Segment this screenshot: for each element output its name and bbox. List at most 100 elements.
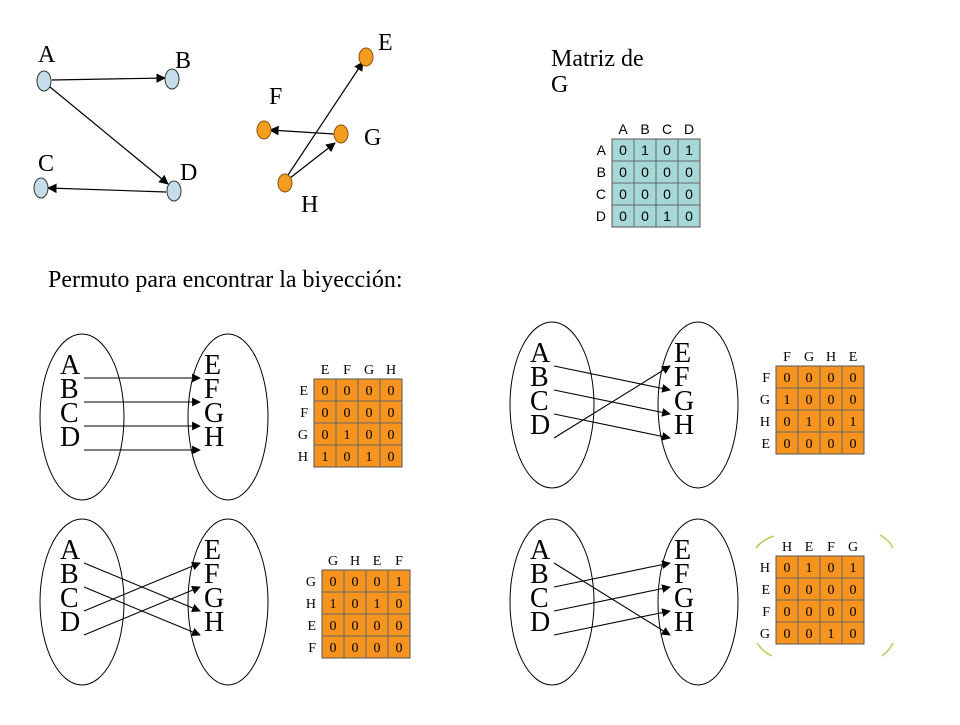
perm-matrix-3-cell: 0	[352, 641, 359, 656]
perm-matrix-4-row-header: E	[761, 583, 770, 598]
domain-letter-c: C	[530, 386, 549, 417]
perm-matrix-3-cell: 0	[330, 575, 337, 590]
codomain-letter-e: E	[204, 535, 221, 566]
perm-matrix-4-cell: 0	[850, 605, 857, 620]
node-d	[166, 180, 182, 202]
perm-matrix-2-row-header: H	[760, 415, 770, 430]
graph-g-edges	[47, 73, 169, 194]
edge-h-g	[289, 142, 336, 179]
node-a-label: A	[38, 42, 56, 68]
perm-matrix-3-row-header: E	[307, 619, 316, 634]
codomain-letter-h: H	[204, 607, 224, 638]
perm-matrix-4-row-header: H	[760, 561, 770, 576]
perm-matrix-3-cell: 0	[374, 619, 381, 634]
codomain-letter-e: E	[204, 350, 221, 381]
perm-matrix-4-cell: 0	[850, 583, 857, 598]
codomain-letter-f: F	[674, 362, 690, 393]
matrix-g-cell: 0	[641, 208, 649, 224]
node-c-label: C	[38, 151, 54, 177]
domain-letter-b: B	[60, 374, 79, 405]
perm-matrix-3-cell: 0	[352, 575, 359, 590]
matrix-g-cell: 0	[641, 186, 649, 202]
perm-matrix-4-cell: 0	[784, 605, 791, 620]
domain-letter-d: D	[530, 410, 550, 441]
codomain-letter-h: H	[674, 410, 694, 441]
node-h	[277, 173, 293, 193]
edge-a-b	[51, 73, 166, 83]
perm-matrix-2-cell: 0	[828, 415, 835, 430]
domain-letter-a: A	[60, 350, 81, 381]
codomain-set-ellipse	[187, 518, 269, 686]
perm-matrix-2-cell: 0	[828, 437, 835, 452]
perm-matrix-2-cell: 0	[806, 371, 813, 386]
perm-matrix-2-cell: 0	[784, 415, 791, 430]
matrix-title: Matriz de G	[551, 46, 650, 98]
perm-matrix-3-cell: 0	[330, 619, 337, 634]
matrix-g-cell: 0	[619, 142, 627, 158]
codomain-letter-e: E	[674, 338, 691, 369]
perm-matrix-1-row-header: G	[298, 428, 308, 443]
domain-letter-d: D	[60, 422, 80, 453]
node-b	[164, 68, 180, 90]
matrix-g-col-header: D	[684, 121, 694, 137]
perm-matrix-3-cell: 0	[330, 641, 337, 656]
codomain-letter-g: G	[674, 386, 694, 417]
codomain-letter-f: F	[204, 559, 220, 590]
perm-matrix-2-col-header: H	[826, 350, 836, 365]
corner-top-left	[755, 535, 775, 549]
perm-matrix-1-cell: 0	[366, 384, 373, 399]
mapping-arrow-c-e	[83, 561, 201, 612]
mapping-arrow-c-f	[553, 584, 671, 612]
codomain-letter-g: G	[674, 583, 694, 614]
codomain-letter-h: H	[204, 422, 224, 453]
perm-matrix-3-col-header: F	[395, 554, 403, 569]
codomain-letter-f: F	[204, 374, 220, 405]
perm-matrix-1-col-header: F	[343, 363, 351, 378]
matrix-g-cell: 0	[663, 164, 671, 180]
perm-matrix-1-cell: 0	[366, 406, 373, 421]
perm-matrix-1-cell: 1	[322, 450, 329, 465]
matrix-g-row-header: A	[597, 142, 607, 158]
matrix-g-cell: 0	[685, 208, 693, 224]
matrix-g-col-header: A	[618, 121, 628, 137]
corner-bottom-right	[881, 642, 894, 657]
perm-matrix-2-row-header: E	[761, 437, 770, 452]
perm-matrix-1-cell: 0	[322, 428, 329, 443]
domain-letter-c: C	[60, 398, 79, 429]
matrix-g-cell: 1	[685, 142, 693, 158]
perm-matrix-2-cell: 0	[806, 393, 813, 408]
matrix-g-cell: 0	[685, 186, 693, 202]
perm-matrix-2-row-header: F	[762, 371, 770, 386]
domain-set-ellipse	[39, 333, 125, 501]
perm-matrix-1-cell: 1	[366, 450, 373, 465]
codomain-set-ellipse	[187, 333, 269, 501]
perm-matrix-1-row-header: F	[300, 406, 308, 421]
perm-matrix-3-col-header: H	[350, 554, 360, 569]
matrix-g-row-header: B	[597, 164, 606, 180]
perm-matrix-2-cell: 0	[850, 437, 857, 452]
perm-matrix-2-cell: 0	[806, 437, 813, 452]
domain-letter-c: C	[60, 583, 79, 614]
node-h-label: H	[301, 192, 318, 218]
matrix-g-cell: 0	[663, 142, 671, 158]
perm-matrix-2-cell: 0	[784, 371, 791, 386]
mapping-arrow-d-g	[553, 608, 671, 636]
domain-set-ellipse	[509, 321, 595, 489]
perm-matrix-4-cell: 1	[828, 627, 835, 642]
domain-letter-b: B	[60, 559, 79, 590]
perm-matrix-3-cell: 0	[374, 641, 381, 656]
domain-letter-a: A	[530, 535, 551, 566]
perm-matrix-1-cell: 0	[322, 406, 329, 421]
perm-matrix-2-row-header: G	[760, 393, 770, 408]
perm-matrix-1-cell: 0	[344, 450, 351, 465]
perm-matrix-2-cell: 0	[828, 393, 835, 408]
node-a	[36, 70, 52, 92]
perm-matrix-4-row-header: G	[760, 627, 770, 642]
domain-letter-b: B	[530, 559, 549, 590]
matrix-g-cell: 0	[619, 208, 627, 224]
mapping-arrow-c-h	[553, 413, 671, 441]
perm-matrix-3-cell: 0	[396, 597, 403, 612]
